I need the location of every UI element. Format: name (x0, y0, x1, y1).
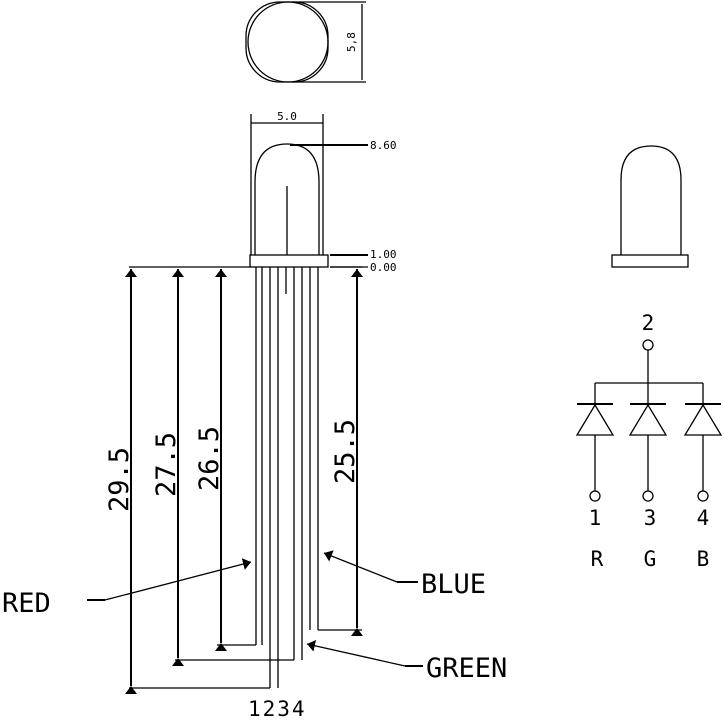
lead-4-length-label: 25.5 (330, 419, 361, 484)
diameter-label: 5,8 (345, 32, 358, 52)
flange-top-label: 1.00 (370, 248, 397, 261)
pin-1-terminal (589, 490, 601, 502)
blue-leader-line (323, 550, 398, 583)
side-profile-view (611, 145, 689, 268)
top-view: 5,8 (245, 1, 366, 83)
lead-frame (255, 267, 319, 688)
red-leader-line (104, 558, 252, 601)
pin-4-color: B (697, 547, 710, 571)
pin-3-number: 3 (644, 506, 657, 530)
profile-flange (611, 254, 689, 268)
green-leader-line (306, 639, 406, 667)
pin-1-number: 1 (589, 506, 602, 530)
pin-3-terminal (642, 490, 654, 502)
pin-numbers-label: 1234 (248, 697, 307, 720)
pin-4-terminal (697, 490, 709, 502)
lead-3-length-label: 26.5 (194, 426, 225, 491)
profile-dome (620, 145, 682, 255)
side-view: 5.0 8.60 1.00 0.00 (2, 110, 507, 720)
green-lead-label: GREEN (426, 653, 507, 684)
lead-2-length-label: 27.5 (151, 432, 182, 497)
blue-lead-label: BLUE (421, 569, 486, 600)
width-label: 5.0 (277, 110, 297, 123)
led-dome (254, 143, 320, 255)
common-pin-number: 2 (642, 311, 655, 335)
top-view-circle (247, 1, 329, 83)
pin-4-number: 4 (697, 506, 710, 530)
pin-1-color: R (591, 547, 604, 571)
pin-3-color: G (644, 547, 657, 571)
led-flange (249, 254, 329, 268)
flange-base-label: 0.00 (370, 261, 397, 274)
diode-blue: 4 B (683, 383, 723, 571)
lead-1-length-label: 29.5 (104, 447, 135, 512)
diode-red: 1 R (575, 383, 615, 571)
dome-height-label: 8.60 (370, 139, 397, 152)
red-lead-label: RED (2, 588, 51, 619)
diode-green: 3 G (628, 383, 668, 571)
schematic: 2 1 R 3 G (575, 311, 723, 571)
common-pin-terminal (642, 339, 654, 351)
